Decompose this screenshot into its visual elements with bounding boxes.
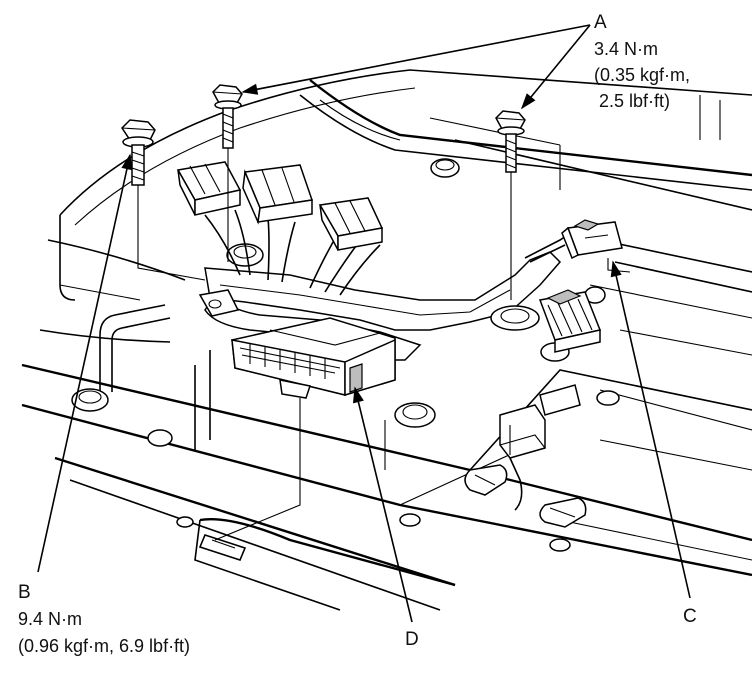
callout-c-letter: C [683,606,697,627]
transmission-case [21,69,752,611]
callout-a-letter: A [594,12,607,33]
callout-a-torque-nm: 3.4 N·m [594,39,658,59]
callout-b-letter: B [18,582,31,603]
bolt-a-right [495,110,526,173]
callout-b-torque-nm: 9.4 N·m [18,609,82,629]
bolt-centerlines [137,148,631,541]
leader-a-left [241,24,591,95]
callout-a-torque-kgf: (0.35 kgf·m, [594,65,690,85]
callout-a: A 3.4 N·m (0.35 kgf·m, 2.5 lbf·ft) [594,12,690,111]
harness-clips [464,384,587,528]
callout-b: B 9.4 N·m (0.96 kgf·m, 6.9 lbf·ft) [18,582,190,656]
callout-b-torque-imperial: (0.96 kgf·m, 6.9 lbf·ft) [18,636,190,656]
bolt-a-left [212,84,243,149]
control-module [231,317,396,399]
leader-lines [37,24,691,623]
callout-a-torque-lbf: 2.5 lbf·ft) [599,91,670,111]
leader-c [610,260,691,599]
bolt-b [121,119,156,186]
leader-a-right [520,24,591,110]
leader-b [37,153,133,573]
harness-connectors [176,161,623,353]
callout-d-letter: D [405,629,419,650]
case-drain-detail [198,534,247,561]
leader-d [352,386,413,623]
